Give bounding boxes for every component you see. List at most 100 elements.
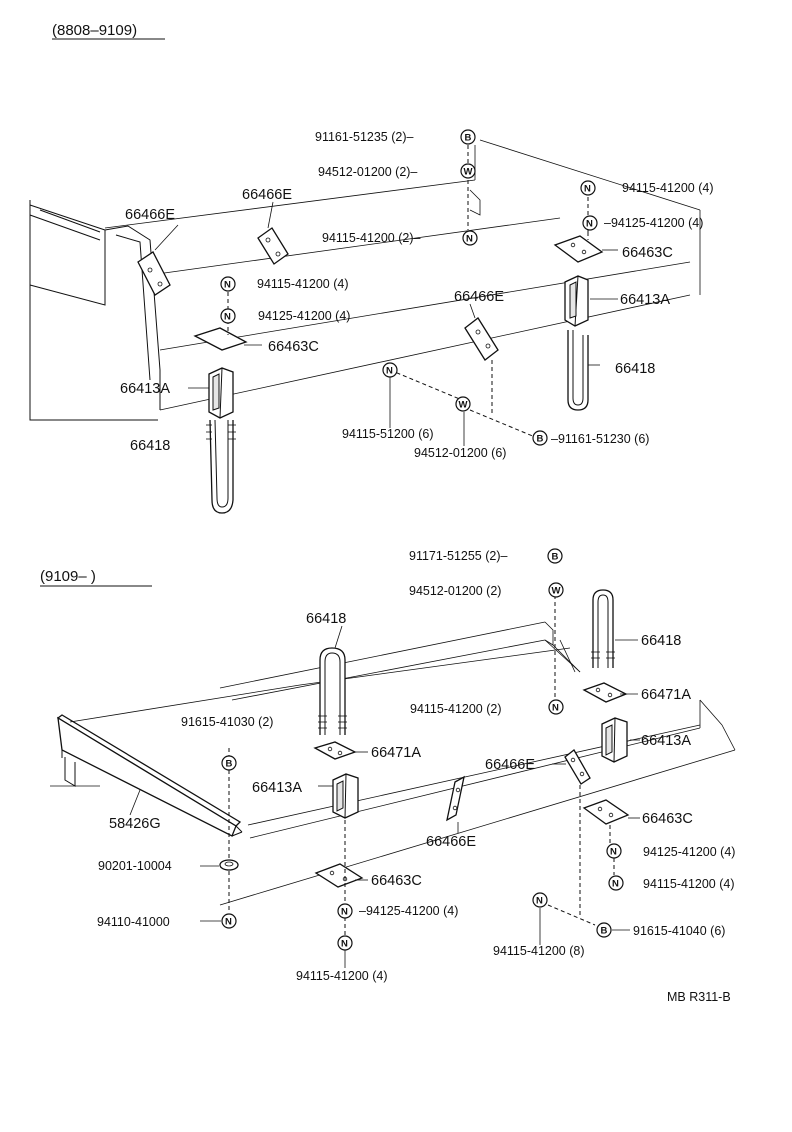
svg-text:B: B	[465, 133, 472, 144]
svg-text:N: N	[224, 280, 231, 291]
spring-washer-90201	[219, 859, 239, 871]
label-top-94115-41200-4r: 94115-41200 (4)	[622, 181, 714, 195]
label-bottom-94125-41200-4c: –94125-41200 (4)	[359, 904, 458, 918]
label-bottom-66466e-right: 66466E	[485, 757, 535, 773]
svg-text:B: B	[226, 759, 233, 770]
nut-symbol-top-3: N	[582, 215, 598, 231]
label-bottom-94115-41200-4r: 94115-41200 (4)	[643, 877, 735, 891]
label-top-94115-41200-2: 94115-41200 (2)–	[322, 231, 421, 245]
bracket-66466e-left	[137, 251, 171, 296]
label-top-66413a-right: 66413A	[620, 292, 670, 308]
nut-symbol-bottom-5: N	[606, 843, 622, 859]
label-top-66466e-left: 66466E	[125, 207, 175, 223]
label-bottom-66471a-right: 66471A	[641, 687, 691, 703]
svg-text:W: W	[552, 586, 561, 597]
svg-text:N: N	[584, 184, 591, 195]
label-bottom-94125-41200-4r: 94125-41200 (4)	[643, 845, 735, 859]
label-bottom-66418-left: 66418	[306, 611, 346, 627]
nut-symbol-bottom-6: N	[608, 875, 624, 891]
nut-symbol-top-2: N	[580, 180, 596, 196]
svg-text:N: N	[341, 907, 348, 918]
label-top-91161-51230: –91161-51230 (6)	[551, 432, 649, 446]
range-header-bottom: (9109– )	[40, 568, 96, 585]
nut-symbol-top-1: N	[462, 230, 478, 246]
nut-symbol-top-5: N	[220, 308, 236, 324]
label-top-94125-41200-4l: 94125-41200 (4)	[258, 309, 350, 323]
label-bottom-94115-41200-4c: 94115-41200 (4)	[296, 969, 388, 983]
svg-text:W: W	[464, 167, 473, 178]
label-top-66418-left: 66418	[130, 438, 170, 454]
bolt-symbol-bottom-3: B	[596, 922, 612, 938]
svg-text:N: N	[552, 703, 559, 714]
bolt-symbol-top-2: B	[532, 430, 548, 446]
label-top-94115-51200: 94115-51200 (6)	[342, 427, 434, 441]
u-bolt-66418-left-bottom	[318, 647, 347, 735]
svg-text:N: N	[586, 219, 593, 230]
svg-text:N: N	[466, 234, 473, 245]
label-top-66466e-mid: 66466E	[242, 187, 292, 203]
label-bottom-66463c-right: 66463C	[642, 811, 693, 827]
svg-text:N: N	[224, 312, 231, 323]
spacer-66413a-left	[208, 367, 234, 419]
nut-symbol-top-6: N	[382, 362, 398, 378]
plate-66463c-right	[553, 235, 604, 263]
washer-symbol-bottom-1: W	[548, 582, 564, 598]
label-top-66466e-center: 66466E	[454, 289, 504, 305]
svg-text:N: N	[341, 939, 348, 950]
svg-text:B: B	[537, 434, 544, 445]
label-top-66463c-left: 66463C	[268, 339, 319, 355]
u-bolt-66418-left	[206, 419, 236, 514]
label-top-66418-right: 66418	[615, 361, 655, 377]
plate-66463c-left	[193, 327, 248, 351]
label-bottom-94110-41000: 94110-41000	[97, 915, 170, 929]
frame-top	[29, 139, 701, 421]
svg-text:B: B	[601, 926, 608, 937]
label-bottom-90201-10004: 90201-10004	[98, 859, 172, 873]
retainer-66471a-right	[582, 682, 628, 703]
bracket-66466e-right-bottom	[564, 749, 591, 785]
u-bolt-66418-right	[567, 330, 589, 411]
nut-symbol-bottom-7: N	[532, 892, 548, 908]
bolt-symbol-bottom-1: B	[547, 548, 563, 564]
bracket-66466e-center	[464, 317, 499, 361]
bracket-66466e-mid	[257, 227, 289, 265]
label-top-94512-01200-6: 94512-01200 (6)	[414, 446, 506, 460]
svg-text:N: N	[612, 879, 619, 890]
svg-text:N: N	[536, 896, 543, 907]
spacer-66413a-right-bottom	[601, 717, 628, 763]
nut-symbol-bottom-2: N	[221, 913, 237, 929]
range-header-top: (8808–9109)	[52, 22, 137, 39]
label-top-94512-01200: 94512-01200 (2)–	[318, 165, 417, 179]
label-bottom-94115-41200-8: 94115-41200 (8)	[493, 944, 585, 958]
nut-symbol-bottom-3: N	[337, 903, 353, 919]
label-bottom-91615-41040: 91615-41040 (6)	[633, 924, 725, 938]
retainer-66471a-left	[313, 741, 357, 760]
spacer-66413a-left-bottom	[332, 773, 359, 819]
bolt-symbol-top-1: B	[460, 129, 476, 145]
label-top-66413a-left: 66413A	[120, 381, 170, 397]
nut-symbol-bottom-4: N	[337, 935, 353, 951]
label-bottom-66413a-left: 66413A	[252, 780, 302, 796]
label-bottom-66418-right: 66418	[641, 633, 681, 649]
label-top-91161-51235: 91161-51235 (2)–	[315, 130, 414, 144]
label-top-66463c-right: 66463C	[622, 245, 673, 261]
diagram-code: MB R311-B	[667, 990, 731, 1004]
label-bottom-66466e-center: 66466E	[426, 834, 476, 850]
washer-symbol-top-1: W	[460, 163, 476, 179]
washer-symbol-top-2: W	[455, 396, 471, 412]
label-top-94125-41200-4r: –94125-41200 (4)	[604, 216, 703, 230]
label-bottom-66413a-right: 66413A	[641, 733, 691, 749]
label-bottom-66471a-left: 66471A	[371, 745, 421, 761]
svg-text:N: N	[610, 847, 617, 858]
spacer-66413a-right	[564, 275, 589, 327]
label-top-94115-41200-4l: 94115-41200 (4)	[257, 277, 349, 291]
svg-text:N: N	[225, 917, 232, 928]
nut-symbol-bottom-1: N	[548, 699, 564, 715]
label-bottom-66463c-left: 66463C	[371, 873, 422, 889]
label-bottom-94115-41200-2: 94115-41200 (2)	[410, 702, 502, 716]
bracket-66466e-center-bottom	[446, 775, 465, 822]
nut-symbol-top-4: N	[220, 276, 236, 292]
label-bottom-91171-51255: 91171-51255 (2)–	[409, 549, 508, 563]
label-bottom-94512-01200: 94512-01200 (2)	[409, 584, 501, 598]
